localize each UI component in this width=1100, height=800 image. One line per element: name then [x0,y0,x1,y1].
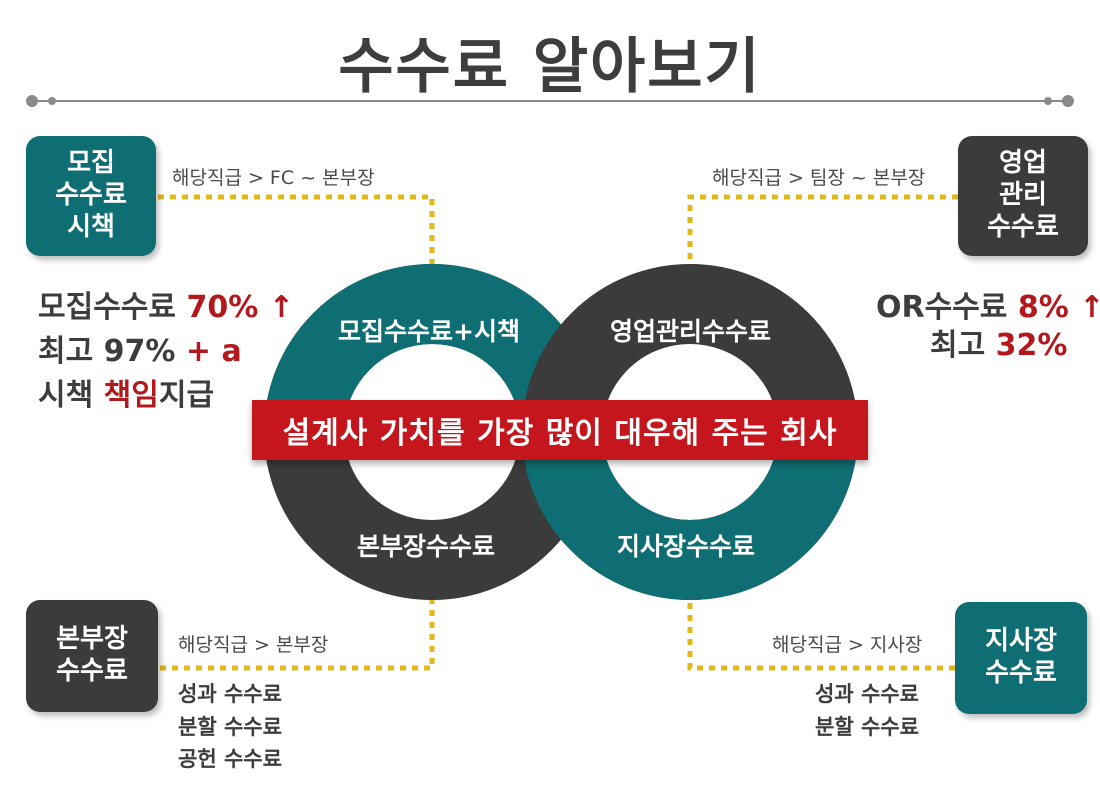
branch-commission-list: 성과 수수료 분할 수수료 [815,682,919,739]
positions-sales-mgmt: 해당직급 > 팀장 ~ 본부장 [712,167,926,189]
ring-label-sales-mgmt: 영업관리수수료 [610,317,772,346]
recruit-stat-line-1: 모집수수료 70% ↑ [38,282,294,326]
divider-right-dot-small [1044,97,1052,105]
connector-branch [687,595,955,671]
recruit-max-label: 최고 97% [38,334,186,369]
or-commission-value: 8% ↑ [1017,290,1100,325]
divider-right-dot [1062,95,1074,107]
positions-hq: 해당직급 > 본부장 [178,634,329,656]
connector-sales-mgmt [687,194,958,268]
positions-recruit: 해당직급 > FC ~ 본부장 [172,167,375,189]
slogan-banner: 설계사 가치를 가장 많이 대우해 주는 회사 [252,400,868,460]
incentive-suffix: 지급 [158,378,215,413]
positions-branch: 해당직급 > 지사장 [772,634,923,656]
recruit-stat-label: 모집수수료 [38,290,187,325]
box-branch-commission: 지사장 수수료 [955,602,1087,714]
divider-left-dot-small [48,97,56,105]
box-recruit-commission: 모집 수수료 시책 [26,136,156,256]
sales-max-value: 32% [995,328,1068,363]
or-commission-label: OR수수료 [876,290,1018,325]
hq-commission-list: 성과 수수료 분할 수수료 공헌 수수료 [178,682,282,772]
box-hq-commission: 본부장 수수료 [26,600,158,712]
sales-stat-line-1: OR수수료 8% ↑ [876,282,1100,326]
incentive-highlight: 책임 [103,378,159,413]
ring-label-branch: 지사장수수료 [617,532,756,561]
recruit-stat-value: 70% ↑ [186,290,294,325]
divider-left-dot [26,95,38,107]
recruit-stat-line-2: 최고 97% + a [38,326,242,370]
incentive-label: 시책 [38,378,104,413]
recruit-max-extra: + a [185,334,242,369]
connector-hq [160,600,435,671]
ring-label-recruit: 모집수수료+시책 [338,317,520,346]
ring-label-hq: 본부장수수료 [357,532,496,561]
title-divider [30,100,1070,102]
sales-max-label: 최고 [930,328,996,363]
box-sales-mgmt-commission: 영업 관리 수수료 [958,136,1088,256]
page-title: 수수료 알아보기 [338,32,762,102]
sales-stat-line-2: 최고 32% [930,320,1067,364]
connector-recruit [158,194,435,265]
ring-right-bottom [522,430,858,600]
recruit-stat-line-3: 시책 책임지급 [38,370,214,414]
